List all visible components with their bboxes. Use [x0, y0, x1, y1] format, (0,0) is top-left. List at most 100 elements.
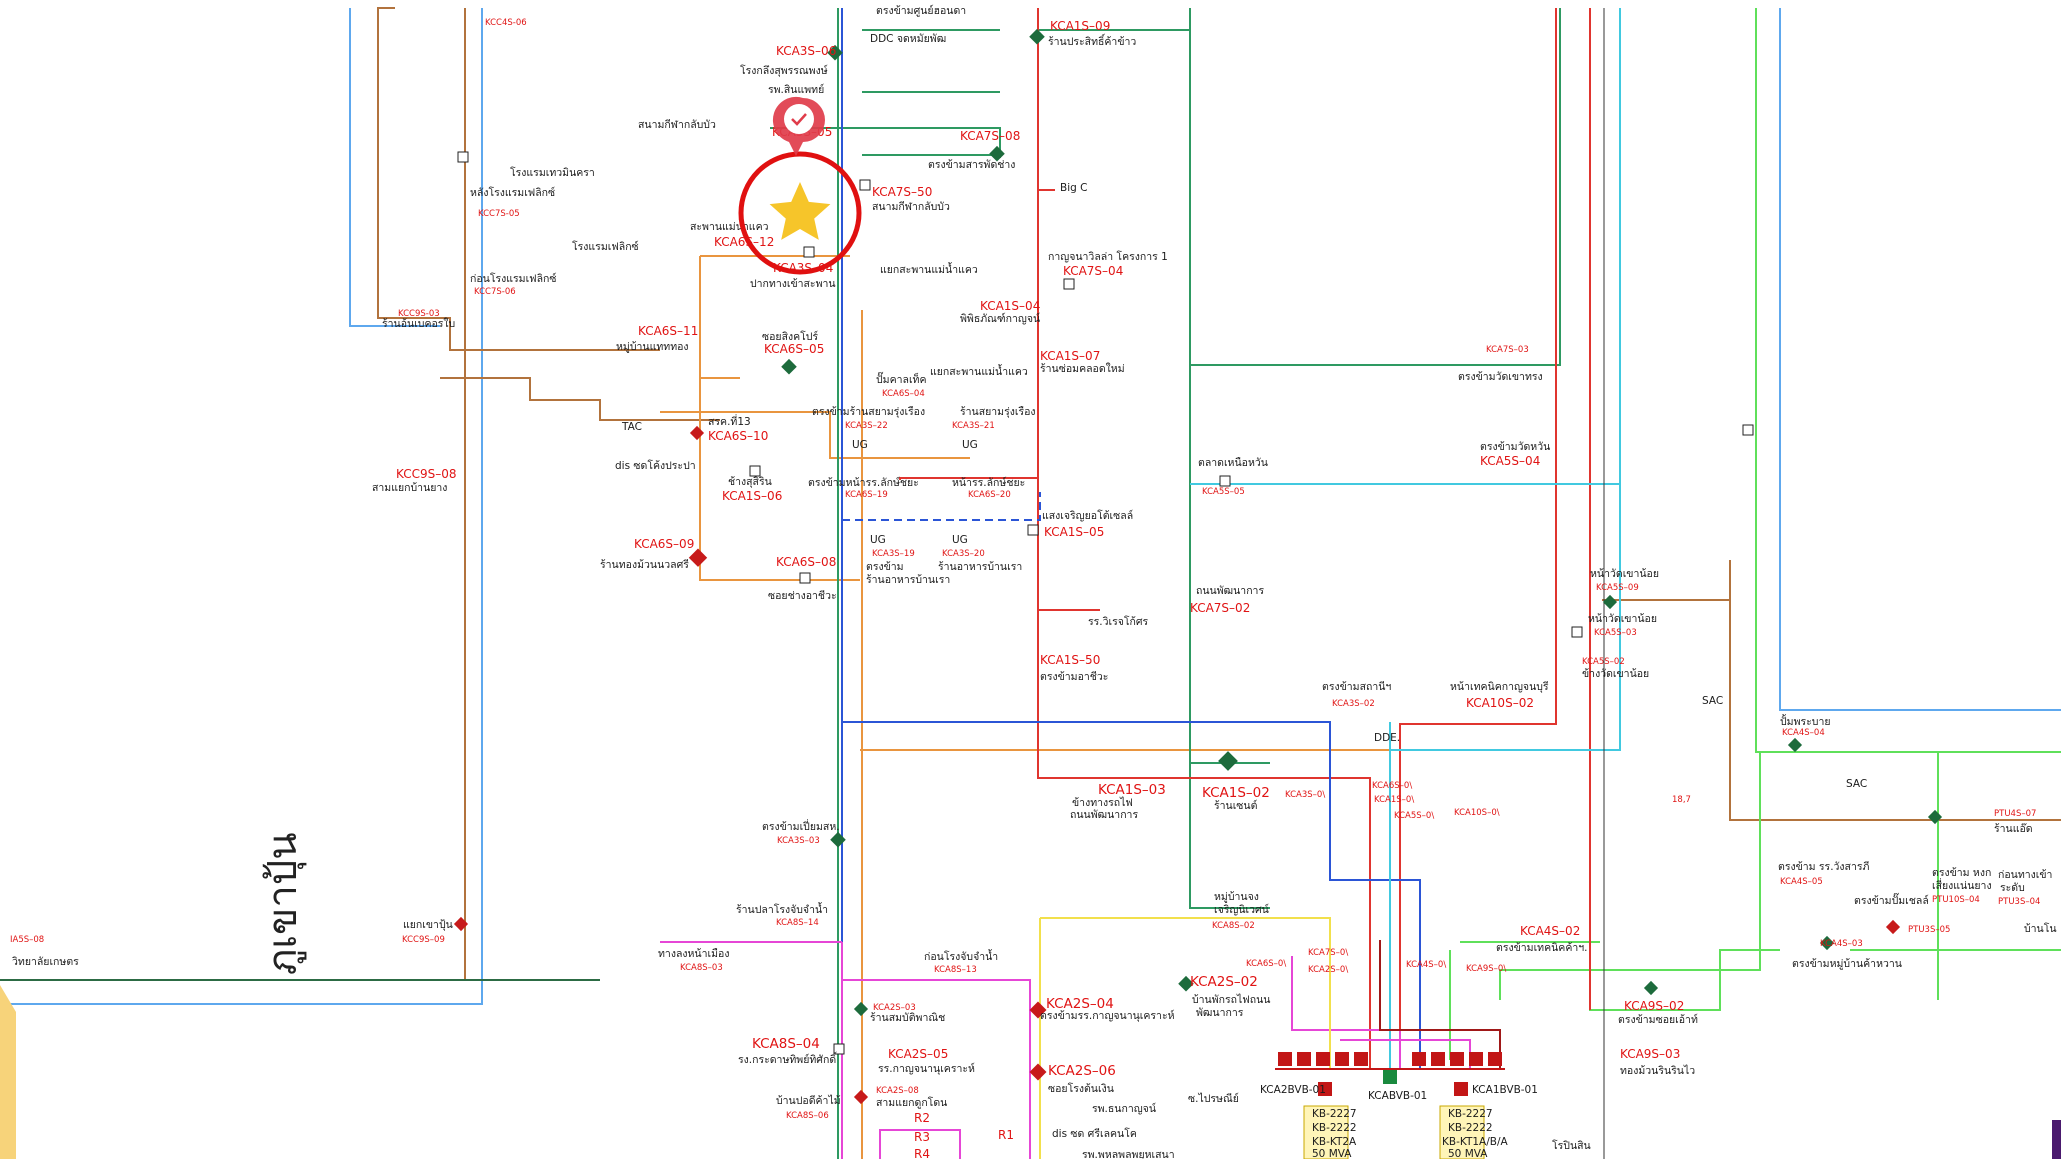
breaker[interactable]	[1335, 1052, 1349, 1066]
switch-box[interactable]	[859, 179, 871, 191]
label-kb-2227-b: KB-2227	[1448, 1108, 1493, 1120]
switch-box[interactable]	[1027, 524, 1039, 536]
breaker[interactable]	[1469, 1052, 1483, 1066]
switch-diamond[interactable]	[1787, 737, 1803, 753]
label-ran-ahan-ban-rao: ร้านอาหารบ้านเรา	[866, 574, 950, 586]
switch-box[interactable]	[833, 1043, 845, 1055]
breaker[interactable]	[1450, 1052, 1464, 1066]
label-kb-2227-a: KB-2227	[1312, 1108, 1357, 1120]
label-saphan-maekhaew: สะพานแม่น้ำแคว	[690, 219, 769, 233]
label-charoen-niwet: เจริญนิเวศน์	[1214, 903, 1269, 916]
transformer-box-b	[1439, 1105, 1485, 1160]
label-rongraem-rinkhao: โรงแรมเทวมินครา	[510, 166, 595, 179]
switch-diamond[interactable]	[1029, 28, 1045, 45]
switch-box[interactable]	[1063, 278, 1075, 290]
label-rongraem-felix: โรงแรมเฟลิกซ์	[572, 240, 639, 253]
label-siang-nai-yang: เสี่ยงแน่นยาง	[1932, 878, 1992, 892]
label-sam-yaek-dukkhon: สามแยกดูกโดน	[876, 1096, 947, 1109]
label-kb-kt1a: KB-KT1A/B/A	[1442, 1136, 1509, 1148]
label-ptu3s-04: PTU3S–04	[1998, 897, 2040, 907]
switch-box[interactable]	[799, 572, 811, 584]
switch-diamond-red[interactable]	[1885, 919, 1901, 935]
label-yaek-saphan: แยกสะพานแม่น้ำแคว	[880, 262, 978, 276]
feeder-line-red-b	[899, 477, 1038, 480]
label-soi-leo-ngen: ซอยโรงต้นเงิน	[1048, 1082, 1114, 1095]
label-kca9s-03: KCA9S–03	[1620, 1047, 1680, 1061]
switch-diamond[interactable]	[989, 145, 1005, 162]
switch-diamond-red[interactable]	[688, 548, 708, 567]
switch-diamond[interactable]	[1819, 935, 1835, 951]
highlight-marker[interactable]	[738, 151, 862, 275]
switch-diamond[interactable]	[781, 358, 797, 375]
label-trong-kham-ran-sayam: ตรงข้ามร้านสยามรุ่งเรือง	[812, 405, 925, 418]
label-withaya-lai-kaset: วิทยาลัยเกษตร	[12, 956, 79, 968]
switch-diamond-red[interactable]	[1029, 1001, 1047, 1019]
switch-diamond-red[interactable]	[453, 916, 469, 932]
label-ug-2: UG	[962, 439, 978, 451]
label-kca4s-0x: KCA4S–0\	[1406, 960, 1446, 970]
feeder-line-brown-branch	[440, 377, 720, 421]
bus-coupler[interactable]	[1383, 1070, 1397, 1084]
switch-diamond-red[interactable]	[853, 1089, 869, 1105]
label-kcc4s-06: KCC4S-06	[485, 18, 527, 28]
map-pin-check-icon[interactable]	[772, 96, 825, 156]
substation-breakers	[1275, 1052, 1505, 1160]
transformer-a[interactable]	[1318, 1082, 1332, 1096]
switch-diamond-red[interactable]	[689, 425, 705, 441]
switch-box[interactable]	[457, 151, 469, 163]
switch-diamond[interactable]	[830, 831, 846, 848]
label-kca3s-19: KCA3S–19	[872, 549, 915, 559]
breaker[interactable]	[1412, 1052, 1426, 1066]
feeder-line-red-a	[1037, 8, 1371, 1068]
breaker[interactable]	[1431, 1052, 1445, 1066]
switch-box[interactable]	[749, 465, 761, 477]
feeder-line-yellow-c	[879, 1129, 961, 1159]
breaker[interactable]	[1488, 1052, 1502, 1066]
label-kca4s-03: KCA4S–03	[1820, 939, 1863, 949]
label-kca6s-08: KCA6S–08	[776, 555, 836, 569]
breaker[interactable]	[1278, 1052, 1292, 1066]
label-kca3s-03: KCA3S–03	[777, 836, 820, 846]
label-sam-yaek-ban-yang: สามแยกบ้านยาง	[372, 482, 447, 494]
switch-diamond[interactable]	[1602, 594, 1618, 610]
switch-diamond[interactable]	[1927, 809, 1943, 825]
label-ror-kor-krathan: รง.กระดาษทิพย์ทิศักดิ์	[738, 1051, 838, 1066]
label-kca6s-09: KCA6S–09	[634, 537, 694, 551]
switch-diamond[interactable]	[1643, 980, 1659, 996]
label-ran-prasit: ร้านประสิทธิ์ค้าข้าว	[1048, 33, 1136, 48]
label-kca8s-13: KCA8S–13	[934, 965, 977, 975]
feeder-line-brown-right	[1602, 599, 2061, 821]
switch-diamond[interactable]	[1178, 975, 1194, 992]
label-ug-1: UG	[852, 439, 868, 451]
label-kca2bvb-01: KCA2BVB-01	[1260, 1084, 1326, 1096]
label-kca6s-0x-b: KCA6S–0\	[1246, 959, 1286, 969]
switch-box[interactable]	[1219, 475, 1231, 487]
transformer-b[interactable]	[1454, 1082, 1468, 1096]
label-kca1s-05: KCA1S–05	[1044, 525, 1104, 539]
label-kca3s-06: KCA3S–06	[776, 44, 836, 58]
breaker[interactable]	[1316, 1052, 1330, 1066]
label-phatthanakan-3: พัฒนาการ	[1196, 1007, 1244, 1019]
breaker[interactable]	[1354, 1052, 1368, 1066]
feeder-line-yellow-a	[1040, 917, 1331, 1068]
feeder-line-green-d	[1038, 8, 1270, 909]
switch-diamond[interactable]	[853, 1001, 869, 1017]
label-kca2s-05: KCA2S–05	[888, 1047, 948, 1061]
switch-box[interactable]	[1571, 626, 1583, 638]
label-na-wat-khao-noi: หน้าวัดเขาน้อย	[1590, 568, 1659, 580]
switch-box[interactable]	[803, 246, 815, 258]
star-icon[interactable]	[769, 182, 831, 240]
switch-diamond-red[interactable]	[1029, 1063, 1047, 1081]
switch-box[interactable]	[1742, 424, 1754, 436]
label-soi-chang-archiwa: ซอยช่างอาชีวะ	[768, 589, 837, 602]
label-kca2s-08: KCA2S–08	[876, 1086, 919, 1096]
breaker[interactable]	[1297, 1052, 1311, 1066]
switch-diamond-large[interactable]	[1218, 751, 1238, 771]
label-yaek-khao-pun: แยกเขาปุ้น	[403, 919, 453, 931]
label-kca8s-02: KCA8S–02	[1212, 921, 1255, 931]
label-kca6s-11: KCA6S–11	[638, 324, 698, 338]
nodes	[453, 28, 1943, 1160]
label-tac: TAC	[621, 421, 642, 433]
label-kcc9s-09: KCC9S–09	[402, 935, 445, 945]
